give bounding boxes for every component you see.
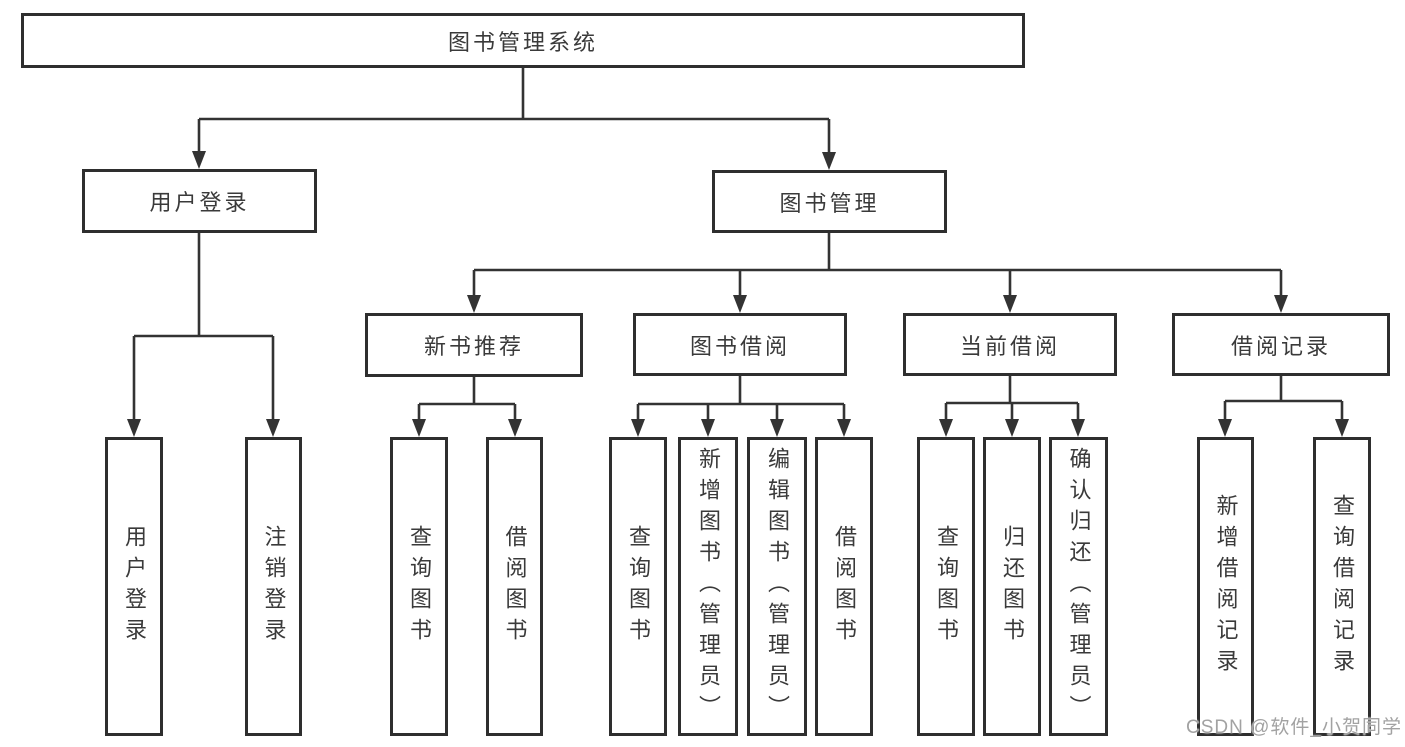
node-book-borrowing: 图书借阅 [633, 313, 847, 376]
leaf-borrow-books-recommend: 借阅图书 [486, 437, 543, 736]
connector-current-borrow-to-leaves [939, 376, 1085, 437]
leaf-edit-books-admin: 编辑图书（管理员） [747, 437, 807, 736]
node-label: 用户登录 [149, 190, 250, 215]
leaf-query-books-borrowing: 查询图书 [609, 437, 667, 736]
leaf-logout: 注销登录 [245, 437, 302, 736]
leaf-confirm-return-admin: 确认归还（管理员） [1049, 437, 1108, 736]
leaf-label: 注销登录 [261, 524, 287, 649]
node-label: 图书管理 [779, 190, 880, 216]
connector-root-to-level2 [192, 68, 836, 170]
node-new-book-recommend: 新书推荐 [365, 313, 583, 377]
leaf-label: 用户登录 [122, 524, 147, 649]
connector-user-login-to-leaves [127, 233, 280, 437]
leaf-label: 新增借阅记录 [1213, 493, 1239, 680]
node-label: 新书推荐 [423, 334, 524, 359]
node-label: 借阅记录 [1230, 333, 1331, 359]
leaf-label: 新增图书（管理员） [696, 447, 721, 726]
connector-book-mgmt-to-level3 [467, 233, 1288, 313]
connector-book-borrow-to-leaves [631, 376, 851, 437]
connector-borrow-records-to-leaves [1218, 376, 1349, 437]
leaf-query-books-recommend: 查询图书 [390, 437, 448, 736]
node-current-borrowing: 当前借阅 [903, 313, 1117, 376]
node-borrowing-records: 借阅记录 [1172, 313, 1390, 376]
leaf-add-books-admin: 新增图书（管理员） [678, 437, 738, 736]
leaf-label: 查询图书 [407, 524, 432, 649]
leaf-query-books-current: 查询图书 [917, 437, 975, 736]
connector-new-books-to-leaves [412, 377, 522, 437]
leaf-query-borrow-record: 查询借阅记录 [1313, 437, 1371, 736]
leaf-label: 查询借阅记录 [1330, 493, 1355, 680]
leaf-label: 归还图书 [1000, 524, 1025, 649]
leaf-label: 查询图书 [934, 524, 959, 649]
leaf-label: 借阅图书 [502, 524, 528, 649]
leaf-return-books: 归还图书 [983, 437, 1041, 736]
leaf-label: 确认归还（管理员） [1066, 447, 1092, 726]
node-book-management: 图书管理 [712, 170, 947, 233]
node-label: 图书管理系统 [447, 29, 598, 55]
node-root-library-system: 图书管理系统 [21, 13, 1025, 68]
leaf-borrow-books: 借阅图书 [815, 437, 873, 736]
leaf-label: 编辑图书（管理员） [765, 447, 790, 726]
node-label: 图书借阅 [689, 333, 790, 359]
leaf-user-login: 用户登录 [105, 437, 163, 736]
csdn-watermark: CSDN @软件_小贺同学 [1186, 717, 1402, 738]
leaf-label: 借阅图书 [832, 524, 857, 649]
node-label: 当前借阅 [959, 333, 1060, 359]
node-user-login: 用户登录 [82, 169, 317, 233]
leaf-add-borrow-record: 新增借阅记录 [1197, 437, 1254, 736]
leaf-label: 查询图书 [626, 524, 651, 649]
